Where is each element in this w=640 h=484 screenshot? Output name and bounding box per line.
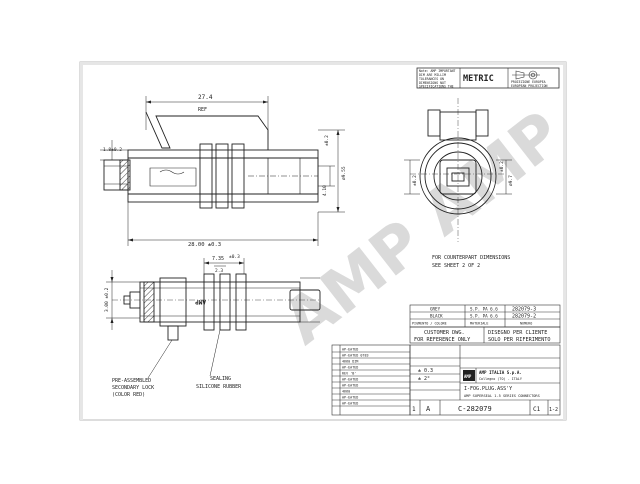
sheet-letter: A (426, 405, 431, 413)
right-ruler (563, 62, 566, 420)
top-view-labels: 7.35 ±0.3 2.3 3.00 ±0.2 AMP SEALING SILI… (104, 254, 242, 398)
for-reference: FOR REFERENCE ONLY (414, 337, 471, 343)
note-line-4: SPECIFICATIONS THE (419, 85, 454, 89)
note-line-2: TOLERANCES ON (419, 77, 444, 81)
tol-angular: ± 2° (418, 376, 430, 382)
company-logo-box (463, 370, 475, 381)
rev-6: AP-EATED (342, 384, 358, 388)
note-sealing: SEALING (210, 376, 231, 382)
row-std-0: S.P. PA 6.6 (470, 307, 498, 312)
company-logo: AMP (464, 374, 472, 379)
rev-5: AP-EATED (342, 378, 358, 382)
note-pre-assembled: PRE-ASSEMBLED (112, 378, 151, 384)
top-ruler (80, 62, 566, 65)
dim-body-length: 28.00 ±0.3 (188, 242, 221, 248)
dim-small: 4.10 (322, 185, 328, 196)
rev-2: 4660 DIM (342, 360, 358, 364)
dim-top-small: 2.3 (215, 268, 223, 274)
rev-4: REV 'B' (342, 372, 356, 376)
rev-code: C1 (533, 406, 541, 413)
note-line-0: Note: AMP IMPORTANT (419, 69, 456, 73)
size-marker: 1 (412, 406, 416, 413)
row-number-0: 282079-3 (512, 307, 536, 313)
doc-number: C-282079 (458, 405, 492, 413)
note-counterpart: FOR COUNTERPART DIMENSIONS (432, 255, 510, 261)
header-block: Note: AMP IMPORTANT DIM ARE MILLIM TOLER… (416, 67, 560, 89)
left-ruler (80, 62, 83, 420)
note-line-1: DIM ARE MILLIM (419, 73, 446, 77)
rev-3: AP-EATED (342, 366, 358, 370)
side-view-labels: 27.4 REF 1.8±0.2 28.00 ±0.3 ø9.55 ±0.2 4… (103, 94, 347, 248)
note-secondary-lock: SECONDARY LOCK (112, 385, 154, 391)
sheet-border (79, 61, 567, 421)
front-view (404, 98, 512, 242)
row-color-0: GREY (430, 307, 441, 312)
row-std-1: S.P. PA 6.6 (470, 314, 498, 319)
title-line-2: AMP SUPERSEAL 1.5 SERIES CONNECTORS (464, 394, 540, 398)
company-address: Collegno (TO) - ITALY (479, 377, 522, 381)
dim-vertical: 3.00 ±0.2 (104, 287, 110, 312)
metric-label: METRIC (463, 74, 494, 84)
dim-inner: ø9.7 (508, 175, 514, 186)
title-line-1: I-FOG.PLUG.ASS'Y (464, 386, 512, 392)
dim-overall-length: 27.4 (198, 94, 213, 101)
dim-side-dia: ø9.55 (341, 166, 347, 180)
row-color-1: BLACK (430, 314, 443, 319)
part-mark: AMP (195, 298, 206, 305)
solo-riferimento: SOLO PER RIFERIMENTO (488, 337, 550, 343)
col-label-2: NUMERO (520, 322, 532, 326)
customer-dwg: CUSTOMER DWG. (424, 330, 465, 336)
rev-1: AP-EATED 0783 (342, 354, 369, 358)
dim-top-tol: ±0.3 (229, 254, 240, 260)
note-color-red: (COLOR RED) (112, 392, 145, 398)
disegno-cliente: DISEGNO PER CLIENTE (488, 330, 547, 336)
front-view-labels: ø9.7 ±0.2 ±0.2 FOR COUNTERPART DIMENSION… (412, 161, 514, 269)
top-view (106, 258, 321, 379)
rev-0: AP-EATED (342, 348, 358, 352)
dim-side-tol: ±0.2 (324, 135, 330, 146)
side-view (100, 96, 345, 246)
rev-9: AP-EATED (342, 402, 358, 406)
dim-right-tol: ±0.2 (499, 161, 505, 172)
col-label-0: PIGMENTO / COLORE (412, 322, 447, 326)
rev-7: 4660 (342, 390, 350, 394)
projection-line-0: PROIEZIONE EUROPEA (511, 80, 546, 84)
dim-overall-ref: REF (198, 107, 207, 113)
dim-left-dia: 1.8±0.2 (103, 147, 122, 153)
note-silicone: SILICONE RUBBER (196, 384, 242, 390)
rev-8: AP-EATED (342, 396, 358, 400)
note-line-3: DIMENSIONS NOT (419, 81, 446, 85)
tol-linear: ± 0.3 (418, 368, 433, 374)
col-label-1: MATERIALE (470, 322, 488, 326)
note-see-sheet: SEE SHEET 2 OF 2 (432, 263, 480, 269)
sheet-number: 1-2 (549, 407, 558, 413)
title-block-text: GREY S.P. PA 6.6 282079-3 BLACK S.P. PA … (342, 307, 558, 414)
title-block (331, 304, 561, 416)
dim-top: 7.35 (212, 256, 224, 262)
dim-inner-tol: ±0.2 (412, 175, 418, 186)
company-name: AMP ITALIA S.p.A. (479, 370, 522, 375)
row-number-1: 282079-2 (512, 314, 536, 320)
projection-line-1: EUROPEAN PROJECTION (511, 84, 548, 88)
projection-symbol-icon (512, 70, 540, 80)
